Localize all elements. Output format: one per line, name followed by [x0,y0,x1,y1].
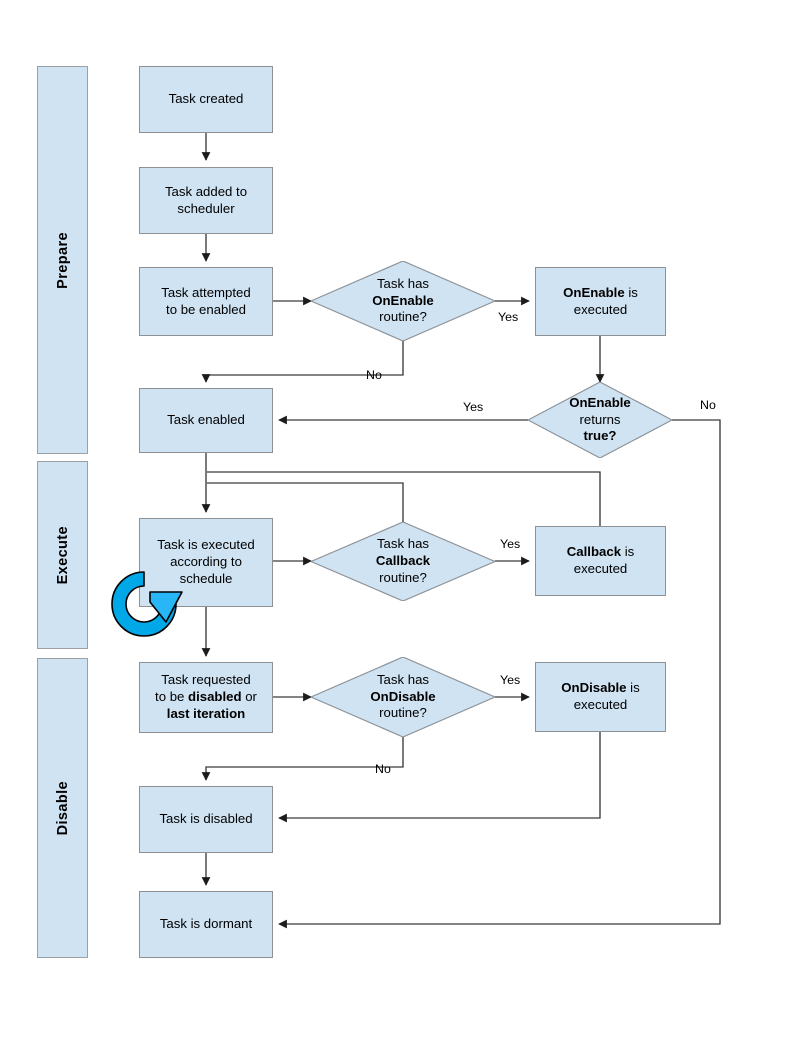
edge-label-returns-no: No [700,398,716,412]
node-task-is-disabled[interactable]: Task is disabled [139,786,273,853]
refresh-loop-icon [106,566,186,642]
node-task-is-disabled-label: Task is disabled [159,811,253,827]
band-disable-label: Disable [54,780,71,836]
edge-label-callback-yes: Yes [500,537,521,551]
node-task-enabled[interactable]: Task enabled [139,388,273,453]
node-task-is-dormant-label: Task is dormant [159,916,253,932]
band-execute-label: Execute [54,525,71,585]
node-task-enabled-label: Task enabled [167,412,245,428]
band-prepare-label: Prepare [54,231,71,289]
node-task-created[interactable]: Task created [139,66,273,133]
node-task-is-dormant[interactable]: Task is dormant [139,891,273,958]
band-disable: Disable [37,658,88,958]
edge-label-ondisable-no: No [375,762,391,776]
edge-label-onenable-no: No [366,368,382,382]
edge-label-returns-yes: Yes [463,400,484,414]
node-task-created-label: Task created [168,91,244,107]
band-prepare: Prepare [37,66,88,454]
band-execute: Execute [37,461,88,649]
edge-label-ondisable-yes: Yes [500,673,521,687]
edge-label-onenable-yes: Yes [498,310,519,324]
